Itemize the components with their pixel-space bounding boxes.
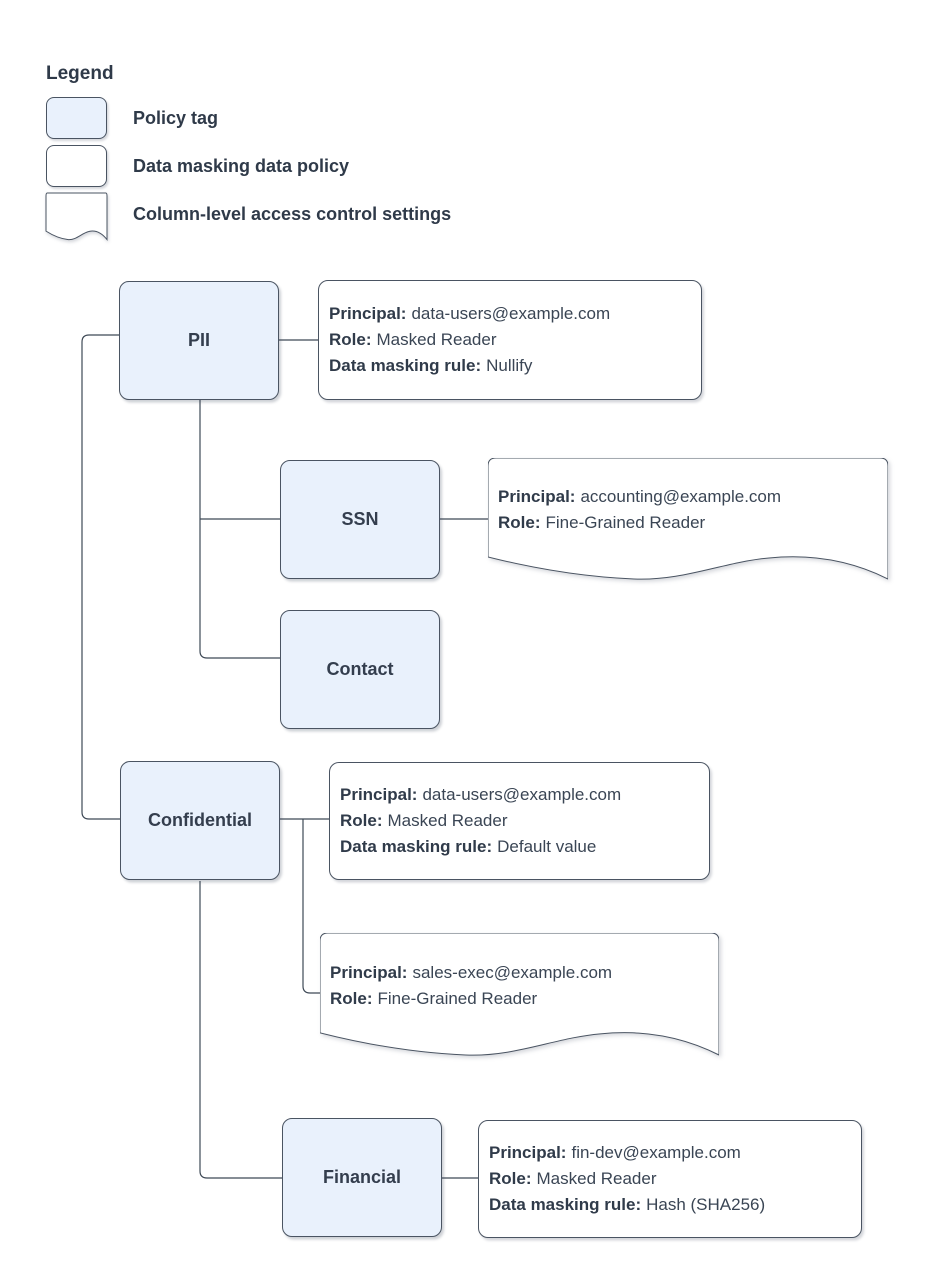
data-masking-policy-swatch xyxy=(46,145,107,187)
legend-item-label: Policy tag xyxy=(133,107,219,128)
access-principal-line: Principal:sales-exec@example.com xyxy=(330,962,613,982)
policy-role-line: Role:Masked Reader xyxy=(489,1169,657,1188)
legend-title: Legend xyxy=(46,63,114,84)
policy-principal-line: Principal:data-users@example.com xyxy=(329,304,611,323)
access-role-line: Role:Fine-Grained Reader xyxy=(330,988,538,1008)
connector-root-bracket xyxy=(81,334,120,820)
policy-masking-rule-line: Data masking rule:Nullify xyxy=(329,356,533,375)
policy-role-line: Role:Masked Reader xyxy=(340,811,508,830)
access-role-line: Role:Fine-Grained Reader xyxy=(498,513,706,532)
policy-tag-confidential: Confidential xyxy=(120,761,280,880)
data-policy-financial: Principal:fin-dev@example.com Role:Maske… xyxy=(478,1120,862,1238)
legend-item-column-access: Column-level access control settings xyxy=(46,193,451,235)
policy-tag-ssn: SSN xyxy=(280,460,440,579)
access-settings-confidential: Principal:sales-exec@example.com Role:Fi… xyxy=(320,933,719,1056)
connector-confidential-children-stem xyxy=(199,881,282,1179)
policy-tag-financial: Financial xyxy=(282,1118,442,1237)
access-settings-text: Principal:sales-exec@example.com Role:Fi… xyxy=(330,933,715,1038)
legend-item-label: Column-level access control settings xyxy=(133,203,452,224)
policy-tag-swatch xyxy=(46,97,107,139)
legend-item-data-masking-policy: Data masking data policy xyxy=(46,145,349,187)
policy-masking-rule-line: Data masking rule:Hash (SHA256) xyxy=(489,1195,766,1214)
column-access-swatch xyxy=(46,193,107,235)
policy-masking-rule-line: Data masking rule:Default value xyxy=(340,837,597,856)
document-shape xyxy=(488,458,888,580)
data-policy-pii: Principal:data-users@example.com Role:Ma… xyxy=(318,280,702,400)
policy-tag-label: Contact xyxy=(326,659,394,679)
policy-tag-label: PII xyxy=(187,330,210,350)
document-shape xyxy=(320,933,719,1056)
policy-role-line: Role:Masked Reader xyxy=(329,330,497,349)
policy-tag-contact: Contact xyxy=(280,610,440,729)
policy-principal-line: Principal:fin-dev@example.com xyxy=(489,1143,741,1162)
policy-tag-label: Confidential xyxy=(148,810,252,830)
legend-item-policy-tag: Policy tag xyxy=(46,97,218,139)
policy-tag-label: Financial xyxy=(322,1167,402,1187)
data-policy-confidential: Principal:data-users@example.com Role:Ma… xyxy=(329,762,710,880)
connector-pii-children-stem xyxy=(199,400,280,659)
access-settings-text: Principal:accounting@example.com Role:Fi… xyxy=(498,458,884,562)
policy-tag-pii: PII xyxy=(119,281,279,400)
policy-principal-line: Principal:data-users@example.com xyxy=(340,785,622,804)
legend-item-label: Data masking data policy xyxy=(133,155,350,176)
access-settings-ssn: Principal:accounting@example.com Role:Fi… xyxy=(488,458,888,580)
document-shape-icon xyxy=(46,193,107,240)
connector-confidential-to-access-doc xyxy=(302,819,320,994)
policy-tag-label: SSN xyxy=(341,509,379,529)
access-principal-line: Principal:accounting@example.com xyxy=(498,487,782,506)
